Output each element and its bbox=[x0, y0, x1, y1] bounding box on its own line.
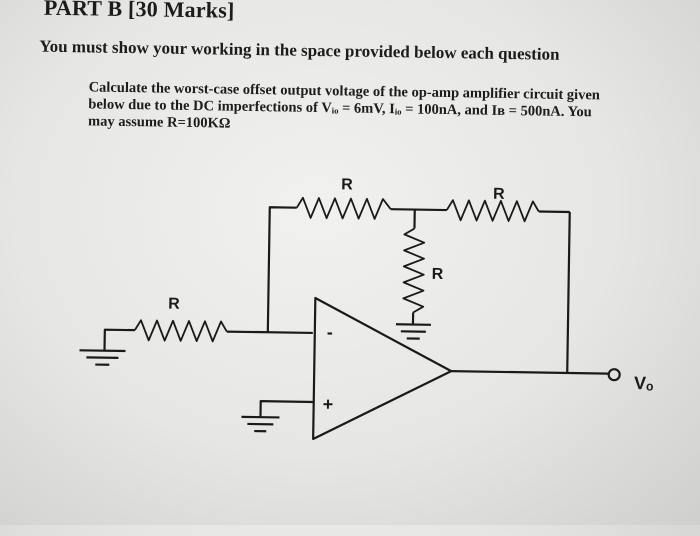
output-terminal bbox=[609, 369, 620, 380]
resistor-vertical-label: R bbox=[432, 266, 444, 283]
ground-symbol-middle bbox=[396, 324, 431, 339]
input-wire bbox=[105, 330, 135, 351]
tee-node-wire-left bbox=[391, 209, 447, 210]
resistor-top-left-label: R bbox=[341, 176, 353, 193]
opamp-minus-label: - bbox=[327, 322, 333, 342]
noninverting-wire bbox=[260, 401, 313, 418]
resistor-top-right-label: R bbox=[493, 186, 505, 203]
resistor-vertical bbox=[403, 228, 424, 312]
inverting-node-wire bbox=[227, 332, 313, 333]
ground-symbol-noninverting bbox=[241, 417, 279, 432]
output-wire bbox=[451, 371, 608, 373]
resistor-top-right bbox=[447, 200, 539, 221]
feedback-left-wire bbox=[268, 207, 297, 332]
output-label: Vₒ bbox=[634, 373, 654, 393]
output-feedback-wire bbox=[567, 212, 570, 373]
opamp-triangle bbox=[313, 298, 452, 441]
resistor-input bbox=[135, 320, 227, 341]
resistor-input-label: R bbox=[168, 296, 180, 313]
opamp-plus-label: + bbox=[323, 394, 334, 414]
resistor-top-left bbox=[297, 198, 391, 219]
ground-symbol-input bbox=[79, 350, 125, 365]
